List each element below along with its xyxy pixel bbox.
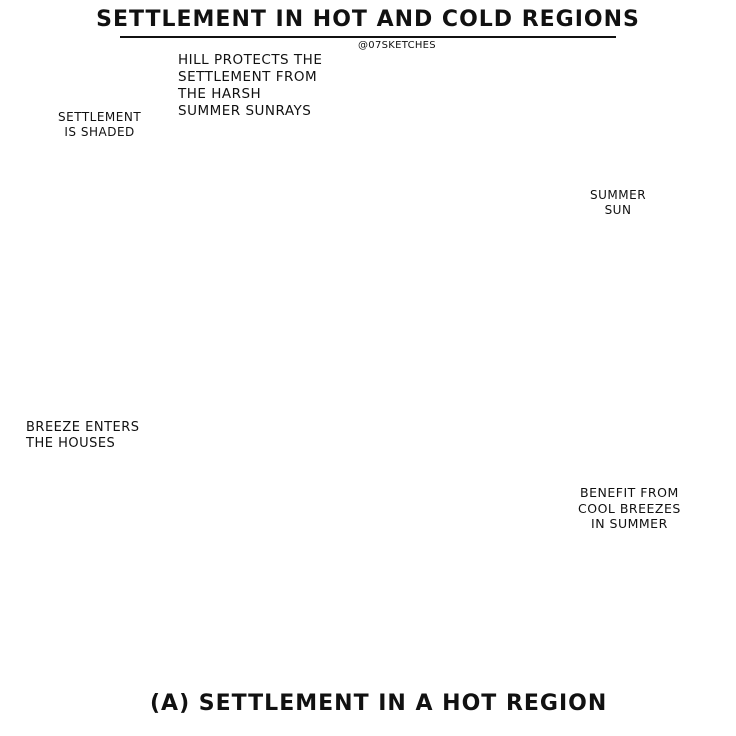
benefit-note-line-3: IN SUMMER xyxy=(591,516,668,532)
title-underline xyxy=(120,36,616,38)
sun-note-line-1: SUMMER xyxy=(590,188,647,202)
house-icon xyxy=(253,157,315,199)
hill-note-line-4: SUMMER SUNRAYS xyxy=(178,102,312,119)
house-icon xyxy=(73,309,135,351)
hill-bottom xyxy=(27,423,719,675)
palm-tree-icon xyxy=(405,254,447,307)
bush xyxy=(237,194,323,236)
hill-note-line-2: SETTLEMENT FROM xyxy=(178,68,318,85)
page-title: SETTLEMENT IN HOT AND COLD REGIONS xyxy=(96,7,640,32)
palm-tree-icon xyxy=(135,516,177,569)
house-icon xyxy=(257,457,319,499)
house-icon xyxy=(123,281,185,323)
caption: (A) SETTLEMENT IN A HOT REGION xyxy=(150,691,608,716)
hill-protects-note: HILL PROTECTS THE SETTLEMENT FROM THE HA… xyxy=(178,52,322,120)
palm-tree-icon xyxy=(227,608,269,661)
palm-tree-icon xyxy=(259,288,301,341)
palm-tree-icon xyxy=(19,608,61,661)
house-icon xyxy=(313,211,375,253)
breeze-note-line-1: BREEZE ENTERS xyxy=(26,420,140,435)
benefit-note-line-1: BENEFIT FROM xyxy=(580,485,679,500)
person-icon xyxy=(171,335,179,349)
sunray-arrow-icon xyxy=(469,88,605,131)
hill-note-line-3: THE HARSH xyxy=(178,85,262,102)
sun-icon xyxy=(603,71,657,125)
palm-tree-icon xyxy=(339,598,381,651)
breeze-note-line-2: THE HOUSES xyxy=(26,436,116,452)
benefit-note-line-2: COOL BREEZES xyxy=(578,500,681,516)
palm-tree-icon xyxy=(263,592,305,645)
shade-note-line-1: SETTLEMENT xyxy=(58,110,142,124)
palm-tree-icon xyxy=(334,298,376,351)
palm-tree-icon xyxy=(309,592,351,645)
breeze-enters-note: BREEZE ENTERS THE HOUSES xyxy=(26,420,140,453)
palm-tree-icon xyxy=(361,572,403,625)
house-icon xyxy=(245,221,307,263)
house-icon xyxy=(173,531,235,573)
palm-tree-icon xyxy=(131,216,173,269)
hill-peak-shade xyxy=(330,125,485,245)
check-icon xyxy=(602,378,692,438)
shade-note-line-2: IS SHADED xyxy=(64,125,135,139)
benefit-note: BENEFIT FROM COOL BREEZES IN SUMMER xyxy=(578,485,681,532)
palm-tree-icon xyxy=(224,306,266,359)
house-icon xyxy=(247,521,309,563)
credit-text: @07SKETCHES xyxy=(358,40,436,51)
hill-green-band xyxy=(230,195,600,310)
house-icon xyxy=(79,611,141,653)
shade-area xyxy=(24,138,400,372)
settlement-shaded-note: SETTLEMENT IS SHADED xyxy=(58,110,141,140)
palm-tree-icon xyxy=(304,292,346,345)
house-icon xyxy=(170,231,232,273)
hill-top xyxy=(19,123,717,379)
hill-note-line-1: HILL PROTECTS THE xyxy=(178,52,323,68)
palm-tree-icon xyxy=(357,270,399,323)
sun-note-line-2: SUN xyxy=(604,203,632,217)
house-icon xyxy=(315,511,377,553)
sun-ray-line xyxy=(23,135,403,241)
house-icon xyxy=(127,581,189,623)
summer-sun-note: SUMMER SUN xyxy=(590,188,646,218)
palm-tree-icon xyxy=(19,308,61,361)
palm-tree-icon xyxy=(409,554,451,607)
